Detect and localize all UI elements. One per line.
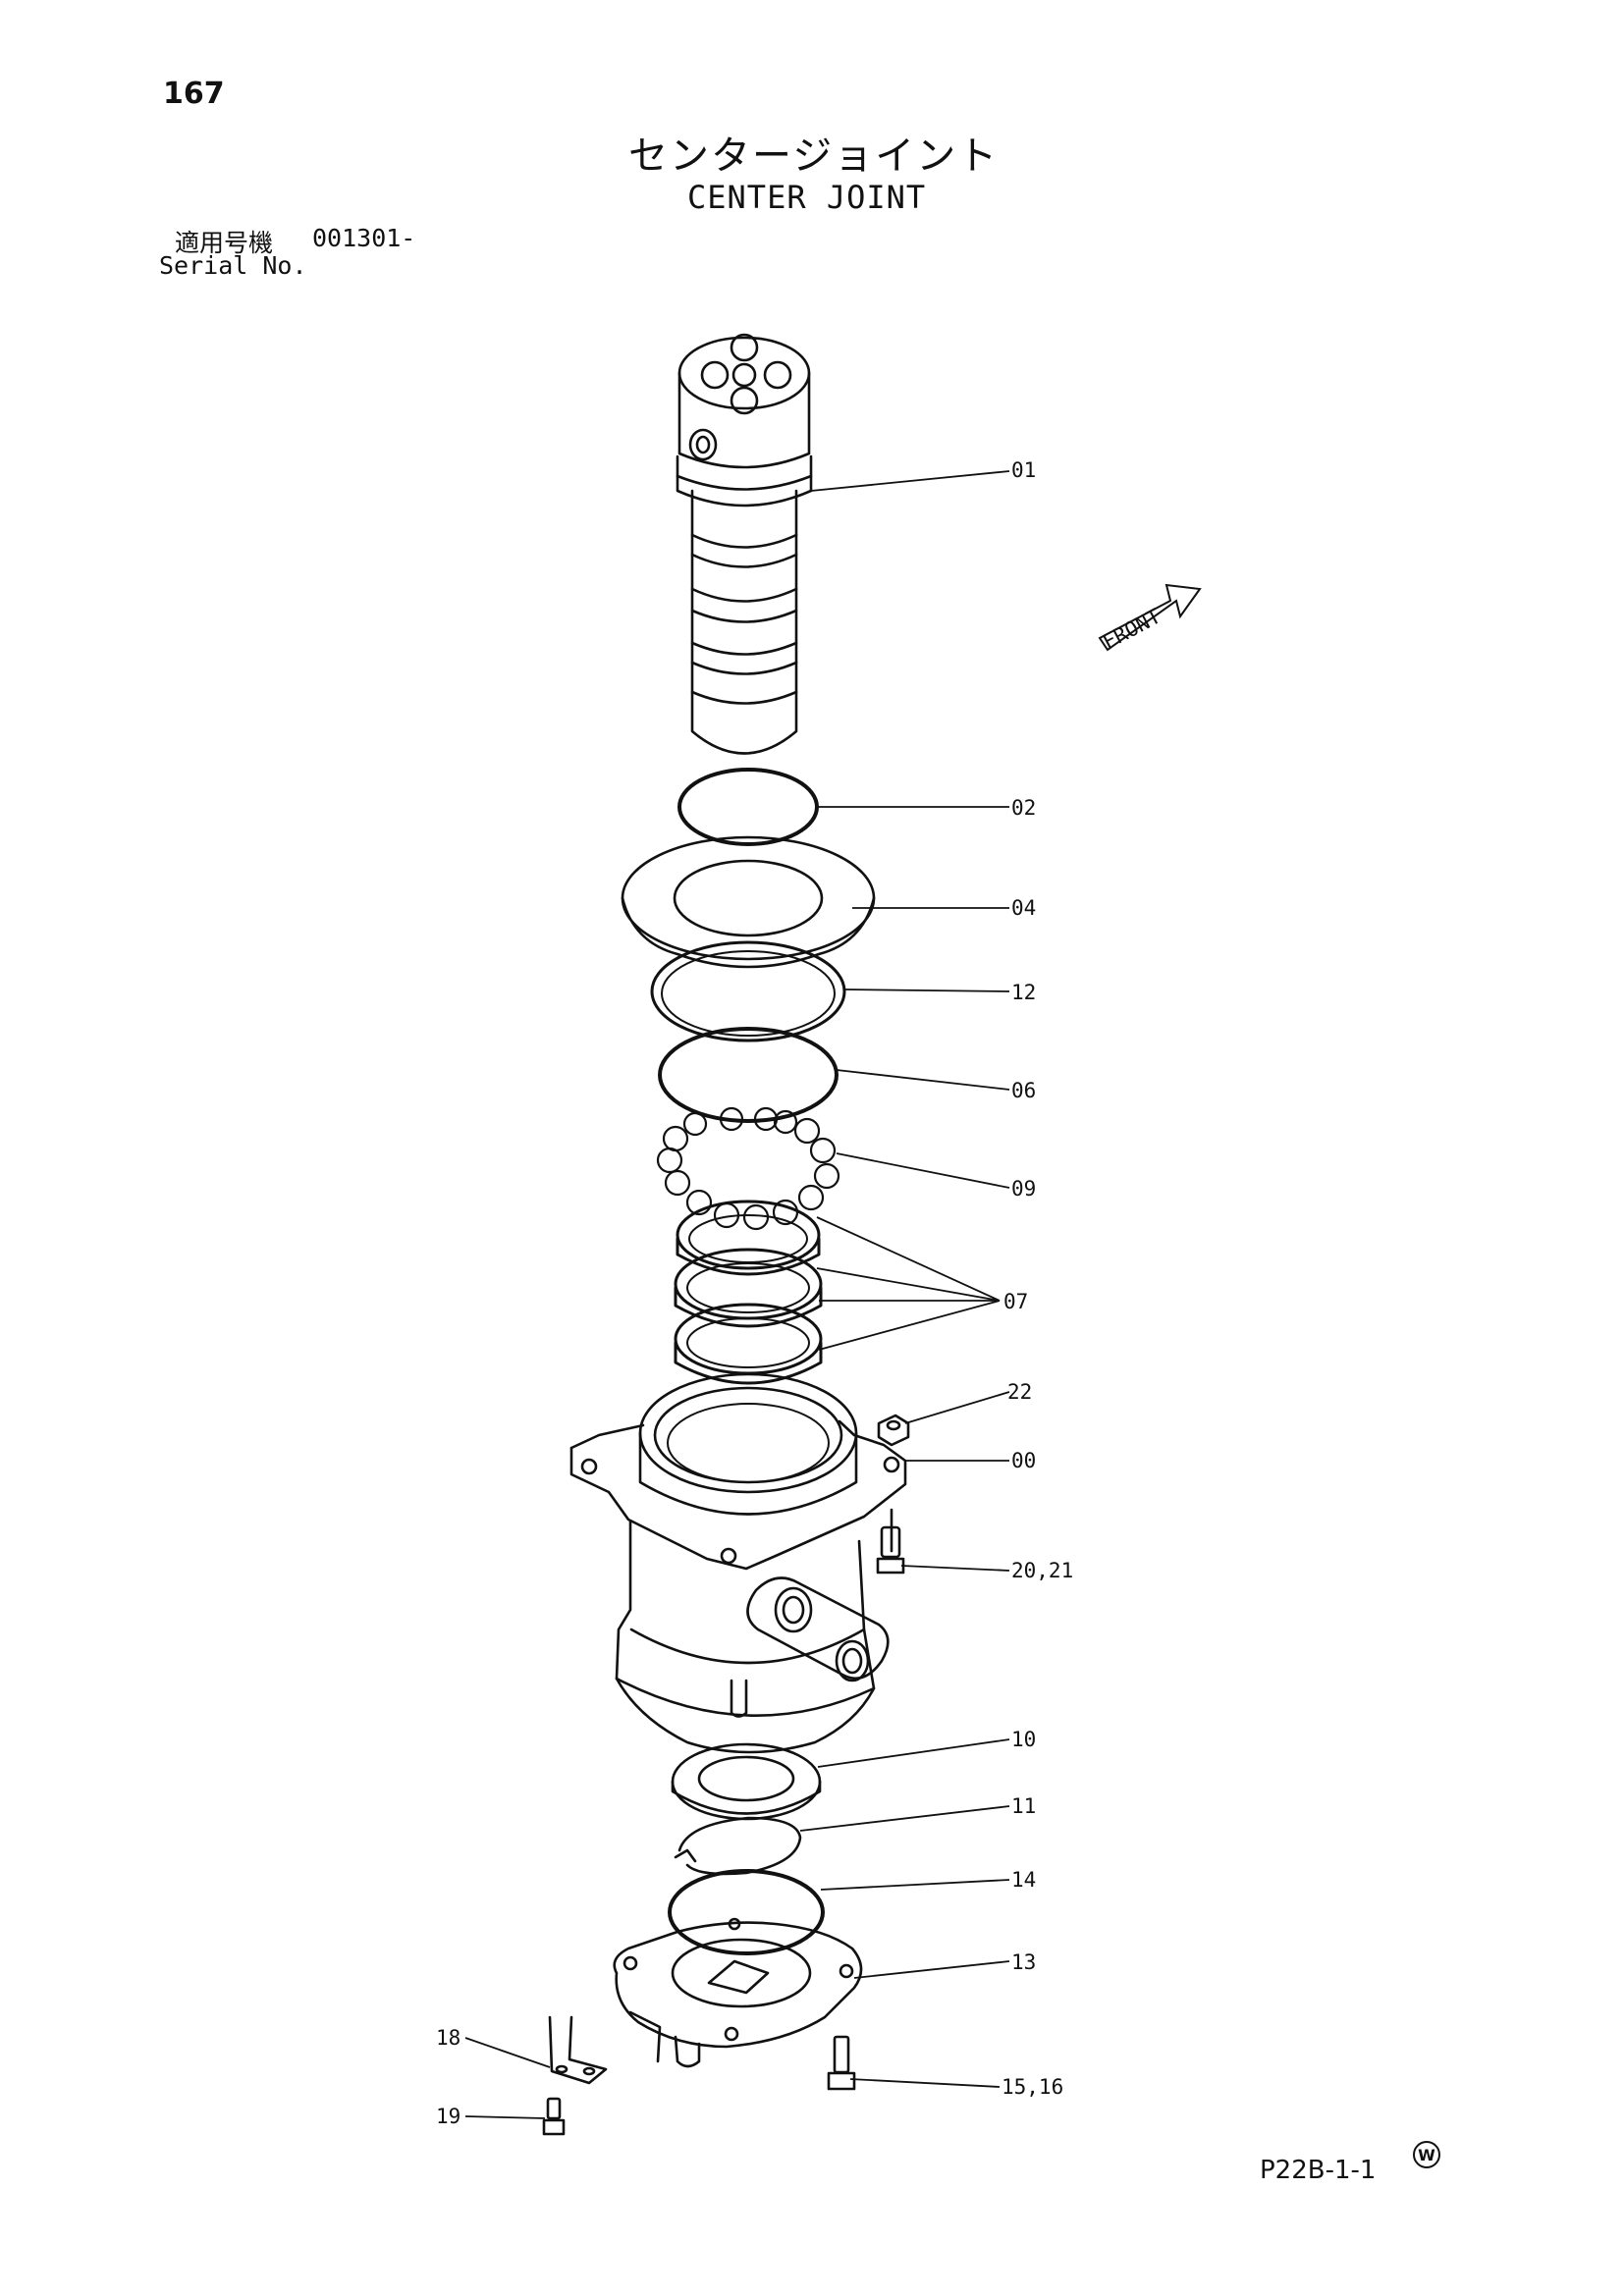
callout-06: 06 (1011, 1079, 1036, 1102)
callout-02: 02 (1011, 796, 1036, 820)
part-09-bearing-balls (656, 1106, 840, 1231)
front-direction-arrow: FRONT (1098, 583, 1202, 654)
part-22-nut (877, 1414, 910, 1447)
callout-11: 11 (1011, 1794, 1036, 1818)
part-14-o-ring (668, 1869, 825, 1955)
callout-15-16: 15,16 (1001, 2075, 1063, 2099)
part-19-screw (542, 2097, 566, 2136)
part-06-o-ring (658, 1027, 839, 1123)
callout-04: 04 (1011, 896, 1036, 920)
part-02-o-ring (677, 768, 819, 846)
callout-10: 10 (1011, 1728, 1036, 1751)
callout-18: 18 (436, 2026, 460, 2050)
callout-13: 13 (1011, 1950, 1036, 1974)
serial-value: 001301- (312, 224, 416, 252)
callout-19: 19 (436, 2105, 460, 2128)
page-number: 167 (163, 77, 225, 111)
callout-07: 07 (1003, 1290, 1028, 1313)
callout-09: 09 (1011, 1177, 1036, 1201)
callout-12: 12 (1011, 981, 1036, 1004)
part-10-thrust-plate (671, 1742, 822, 1821)
part-13-cover (613, 1917, 863, 2068)
callout-20-21: 20,21 (1011, 1559, 1073, 1582)
part-04-seal-plate (621, 835, 876, 969)
reference-code: P22B-1-1 (1260, 2156, 1377, 2185)
part-15-16-bolt (827, 2035, 856, 2091)
serial-label-english: Serial No. (159, 251, 307, 280)
title-english: CENTER JOINT (687, 179, 927, 216)
part-07-seal-rings (674, 1200, 823, 1385)
serial-label-japanese: 適用号機 (175, 229, 274, 257)
watermark-symbol: W (1413, 2141, 1440, 2168)
part-11-snap-ring (677, 1816, 802, 1876)
callout-01: 01 (1011, 458, 1036, 482)
part-01-spindle (676, 333, 813, 755)
part-20-21-bolt (876, 1508, 905, 1575)
callout-00: 00 (1011, 1449, 1036, 1472)
watermark-letter: W (1418, 2146, 1435, 2164)
front-arrow-label: FRONT (1099, 604, 1164, 654)
callout-14: 14 (1011, 1868, 1036, 1892)
part-00-housing (569, 1372, 907, 1754)
part-18-bracket (548, 2010, 662, 2085)
part-12-ring (650, 940, 846, 1042)
leader-lines (464, 470, 1010, 2119)
callout-22: 22 (1007, 1380, 1032, 1404)
title-japanese: センタージョイント (628, 133, 1000, 179)
